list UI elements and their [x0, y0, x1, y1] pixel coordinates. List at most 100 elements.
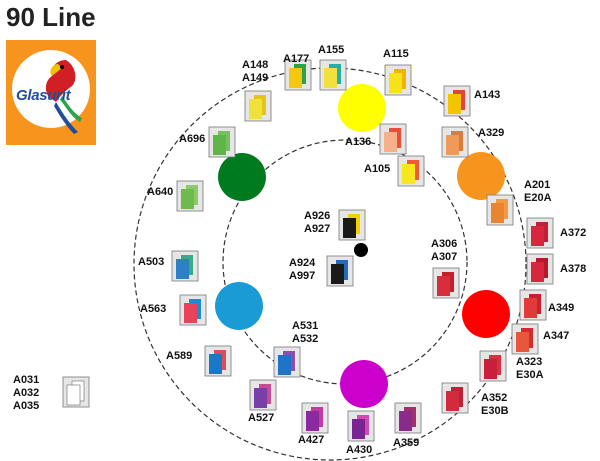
swatch-a177 [284, 59, 312, 91]
swatch-front-panel [384, 132, 397, 152]
swatch-front-panel [446, 135, 459, 155]
red-circle [462, 290, 510, 338]
inner-ring [222, 139, 468, 385]
label-a589: A589 [166, 350, 193, 362]
swatch-front-panel [389, 73, 402, 93]
swatch-front-panel [213, 135, 226, 155]
swatch-front-panel [343, 218, 356, 238]
swatch-a427 [301, 402, 329, 434]
swatch-front-panel [491, 203, 504, 223]
swatch-a031 [62, 376, 90, 408]
swatch-front-panel [176, 259, 189, 279]
swatch-front-panel [448, 94, 461, 114]
blue-circle [215, 282, 263, 330]
swatch-front-panel [181, 189, 194, 209]
swatch-a430 [347, 410, 375, 442]
label-a155: A155 [318, 44, 345, 56]
swatch-a696 [208, 126, 236, 158]
label-a177: A177 [283, 53, 310, 65]
parrot-icon [45, 60, 82, 134]
swatch-front-panel [306, 411, 319, 431]
page-title: 90 Line [6, 2, 96, 32]
swatch-front-panel [331, 264, 344, 284]
label-a503: A503 [138, 256, 165, 268]
swatch-front-panel [437, 276, 450, 296]
swatch-front-panel [184, 303, 197, 323]
label-a640: A640 [147, 186, 174, 198]
swatch-front-panel [531, 226, 544, 246]
label-a143: A143 [474, 89, 501, 101]
label-a347: A347 [543, 330, 570, 342]
yellow-circle [338, 84, 386, 132]
black-center-dot [354, 243, 368, 257]
glasurit-logo: Glasurit [6, 40, 96, 145]
label-a105: A105 [364, 163, 391, 175]
swatch-front-panel [324, 68, 337, 88]
swatch-a531 [273, 346, 301, 378]
label-a349: A349 [548, 302, 575, 314]
magenta-circle [340, 360, 388, 408]
swatch-front-panel [352, 419, 365, 439]
swatch-a136 [379, 123, 407, 155]
swatch-a503 [171, 250, 199, 282]
swatch-a359 [394, 402, 422, 434]
label-a430: A430 [346, 444, 373, 456]
swatch-a372 [526, 217, 554, 249]
swatch-a306 [432, 267, 460, 299]
swatch-front-panel [254, 388, 267, 408]
label-a136: A136 [345, 136, 372, 148]
swatch-front-panel [399, 411, 412, 431]
swatch-a201 [486, 194, 514, 226]
label-a115: A115 [383, 48, 409, 60]
swatch-a589 [204, 345, 232, 377]
label-a563: A563 [140, 303, 167, 315]
label-a427: A427 [298, 434, 325, 446]
swatch-front-panel [402, 164, 415, 184]
swatch-a378 [526, 253, 554, 285]
swatch-front-panel [516, 332, 529, 352]
label-a372: A372 [560, 227, 587, 239]
swatch-a329 [441, 126, 469, 158]
swatch-front-panel [209, 354, 222, 374]
swatch-front-panel [524, 298, 537, 318]
swatch-a155 [319, 59, 347, 91]
label-a527: A527 [248, 412, 275, 424]
label-a359: A359 [393, 437, 420, 449]
swatch-front-panel [289, 68, 302, 88]
swatch-a143 [443, 85, 471, 117]
swatch-a323 [479, 350, 507, 382]
swatch-a640 [176, 180, 204, 212]
swatch-a148 [244, 90, 272, 122]
swatch-a527 [249, 379, 277, 411]
swatch-a115 [384, 64, 412, 96]
label-a696: A696 [179, 133, 206, 145]
swatch-a352 [441, 382, 469, 414]
logo-text: Glasurit [16, 87, 71, 104]
swatch-front-panel [278, 355, 291, 375]
swatch-front-panel [531, 262, 544, 282]
swatch-front-panel [446, 391, 459, 411]
swatch-front-panel [66, 384, 81, 406]
swatch-front-panel [484, 359, 497, 379]
swatch-a924 [326, 255, 354, 287]
swatch-a349 [519, 289, 547, 321]
swatch-a563 [179, 294, 207, 326]
swatch-front-panel [249, 99, 262, 119]
orange-circle [457, 152, 505, 200]
swatch-a105 [397, 155, 425, 187]
label-a329: A329 [478, 127, 505, 139]
swatch-a347 [511, 323, 539, 355]
swatch-a926 [338, 209, 366, 241]
green-circle [218, 153, 266, 201]
